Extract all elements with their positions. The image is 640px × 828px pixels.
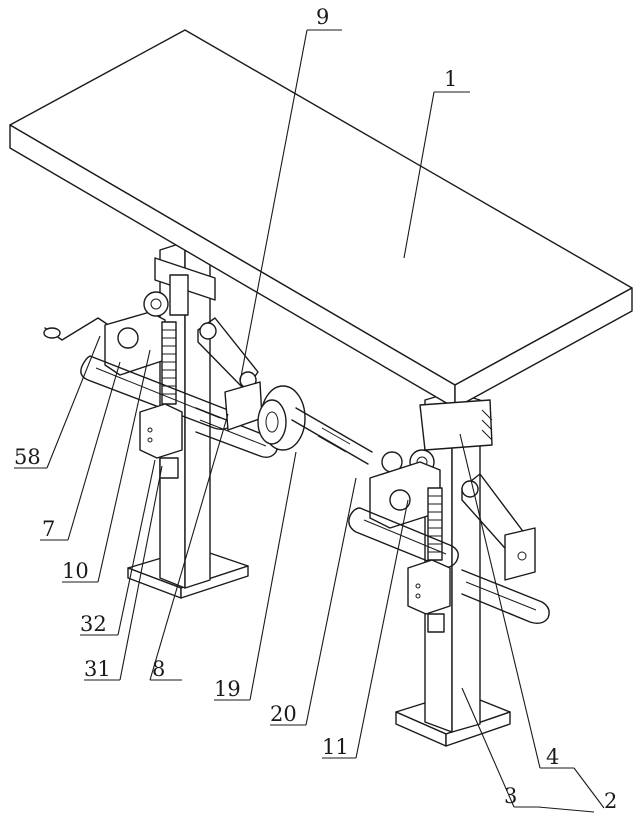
label-32: 32 (80, 612, 107, 636)
label-8: 8 (152, 657, 165, 681)
label-3: 3 (504, 784, 517, 808)
label-7: 7 (42, 517, 55, 541)
reference-numerals: 9 1 58 7 10 32 31 8 19 20 11 4 3 2 (14, 5, 617, 813)
connecting-shaft (291, 407, 373, 465)
left-mechanism (43, 257, 306, 479)
label-58: 58 (14, 445, 41, 469)
label-1: 1 (444, 67, 457, 91)
label-4: 4 (546, 745, 559, 769)
right-mechanism (348, 399, 550, 633)
label-2: 2 (604, 789, 617, 813)
label-10: 10 (62, 559, 89, 583)
label-11: 11 (322, 735, 349, 759)
label-9: 9 (316, 5, 329, 29)
leader-lines (14, 29, 605, 813)
label-20: 20 (270, 702, 297, 726)
label-31: 31 (84, 657, 111, 681)
table-top (9, 29, 633, 409)
label-19: 19 (214, 677, 241, 701)
